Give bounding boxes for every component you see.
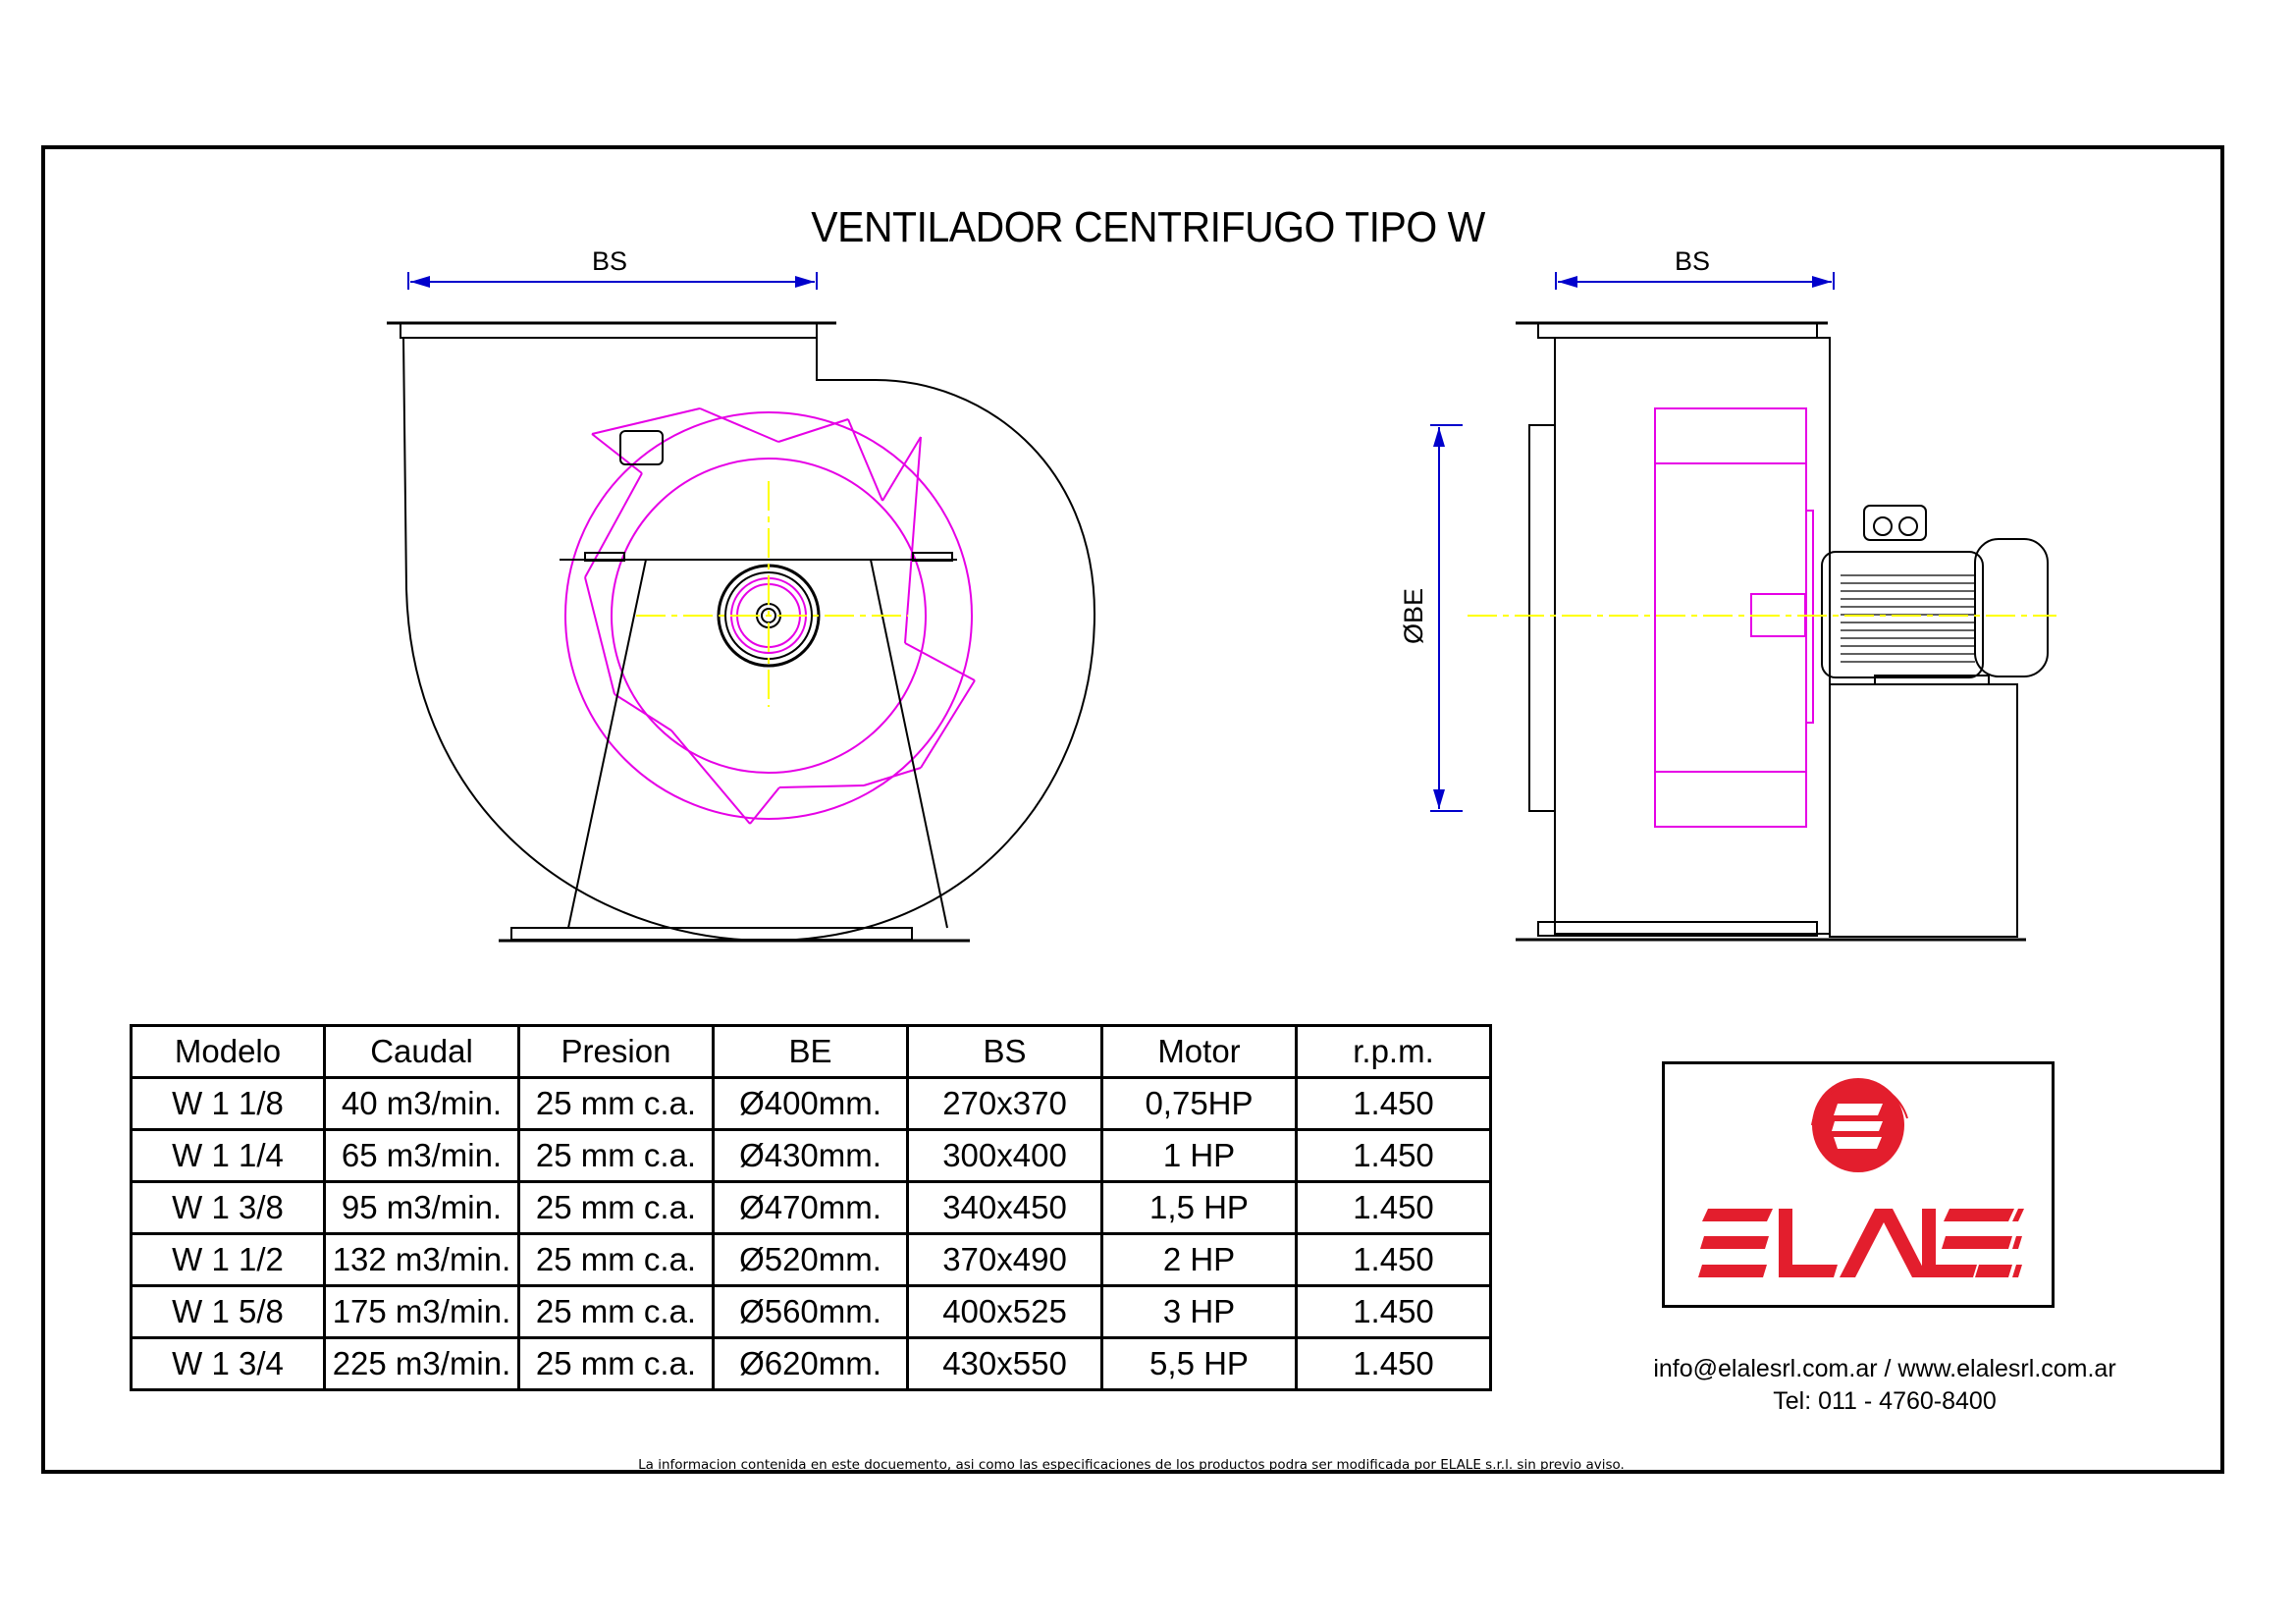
header-presion: Presion (517, 1024, 715, 1079)
header-modelo: Modelo (130, 1024, 326, 1079)
cell-bs: 400x525 (906, 1284, 1103, 1339)
cell-presion: 25 mm c.a. (517, 1180, 715, 1235)
front-view-drawing (387, 272, 1096, 943)
side-be-dimension-label: ØBE (1399, 587, 1429, 645)
cell-be: Ø560mm. (712, 1284, 909, 1339)
header-be: BE (712, 1024, 909, 1079)
cell-motor: 3 HP (1100, 1284, 1298, 1339)
cell-rpm: 1.450 (1295, 1284, 1492, 1339)
disclaimer-footnote: La informacion contenida en este docueme… (638, 1457, 1625, 1473)
cell-be: Ø400mm. (712, 1076, 909, 1131)
elale-logo (1698, 1078, 2024, 1277)
cell-modelo: W 1 3/8 (130, 1180, 326, 1235)
cell-motor: 5,5 HP (1100, 1336, 1298, 1391)
cell-modelo: W 1 1/4 (130, 1128, 326, 1183)
cell-modelo: W 1 1/8 (130, 1076, 326, 1131)
table-row: W 1 5/8 175 m3/min. 25 mm c.a. Ø560mm. 4… (130, 1284, 1492, 1339)
cell-be: Ø620mm. (712, 1336, 909, 1391)
cell-presion: 25 mm c.a. (517, 1128, 715, 1183)
cell-caudal: 132 m3/min. (323, 1232, 520, 1287)
cell-be: Ø520mm. (712, 1232, 909, 1287)
cell-motor: 0,75HP (1100, 1076, 1298, 1131)
drawing-frame (41, 145, 2224, 1474)
cell-bs: 270x370 (906, 1076, 1103, 1131)
table-row: W 1 1/2 132 m3/min. 25 mm c.a. Ø520mm. 3… (130, 1232, 1492, 1287)
brand-logo-box (1662, 1061, 2055, 1308)
table-row: W 1 1/8 40 m3/min. 25 mm c.a. Ø400mm. 27… (130, 1076, 1492, 1131)
table-row: W 1 3/8 95 m3/min. 25 mm c.a. Ø470mm. 34… (130, 1180, 1492, 1235)
cell-bs: 370x490 (906, 1232, 1103, 1287)
table-row: W 1 3/4 225 m3/min. 25 mm c.a. Ø620mm. 4… (130, 1336, 1492, 1391)
cell-caudal: 65 m3/min. (323, 1128, 520, 1183)
header-bs: BS (906, 1024, 1103, 1079)
header-caudal: Caudal (323, 1024, 520, 1079)
header-rpm: r.p.m. (1295, 1024, 1492, 1079)
cell-modelo: W 1 3/4 (130, 1336, 326, 1391)
contact-email-web: info@elalesrl.com.ar / www.elalesrl.com.… (1653, 1355, 2116, 1382)
cell-caudal: 175 m3/min. (323, 1284, 520, 1339)
front-bs-dimension-label: BS (592, 246, 628, 276)
cell-presion: 25 mm c.a. (517, 1076, 715, 1131)
technical-drawings (387, 272, 2056, 943)
side-view-drawing (1430, 272, 2056, 942)
header-motor: Motor (1100, 1024, 1298, 1079)
table-row: W 1 1/4 65 m3/min. 25 mm c.a. Ø430mm. 30… (130, 1128, 1492, 1183)
spec-table: Modelo Caudal Presion BE BS Motor r.p.m.… (130, 1024, 1492, 1391)
cell-rpm: 1.450 (1295, 1128, 1492, 1183)
cell-motor: 2 HP (1100, 1232, 1298, 1287)
cell-be: Ø430mm. (712, 1128, 909, 1183)
cell-presion: 25 mm c.a. (517, 1284, 715, 1339)
cell-bs: 300x400 (906, 1128, 1103, 1183)
cell-presion: 25 mm c.a. (517, 1336, 715, 1391)
cell-modelo: W 1 5/8 (130, 1284, 326, 1339)
cell-rpm: 1.450 (1295, 1076, 1492, 1131)
cell-motor: 1 HP (1100, 1128, 1298, 1183)
side-bs-dimension-label: BS (1675, 246, 1711, 276)
cell-rpm: 1.450 (1295, 1336, 1492, 1391)
contact-phone: Tel: 011 - 4760-8400 (1773, 1387, 1997, 1415)
cell-rpm: 1.450 (1295, 1232, 1492, 1287)
cell-modelo: W 1 1/2 (130, 1232, 326, 1287)
cell-rpm: 1.450 (1295, 1180, 1492, 1235)
document-title: VENTILADOR CENTRIFUGO TIPO W (811, 203, 1485, 251)
cell-presion: 25 mm c.a. (517, 1232, 715, 1287)
cell-caudal: 40 m3/min. (323, 1076, 520, 1131)
cell-motor: 1,5 HP (1100, 1180, 1298, 1235)
cell-be: Ø470mm. (712, 1180, 909, 1235)
cell-caudal: 225 m3/min. (323, 1336, 520, 1391)
table-header-row: Modelo Caudal Presion BE BS Motor r.p.m. (130, 1024, 1492, 1079)
cell-bs: 340x450 (906, 1180, 1103, 1235)
cell-bs: 430x550 (906, 1336, 1103, 1391)
cell-caudal: 95 m3/min. (323, 1180, 520, 1235)
